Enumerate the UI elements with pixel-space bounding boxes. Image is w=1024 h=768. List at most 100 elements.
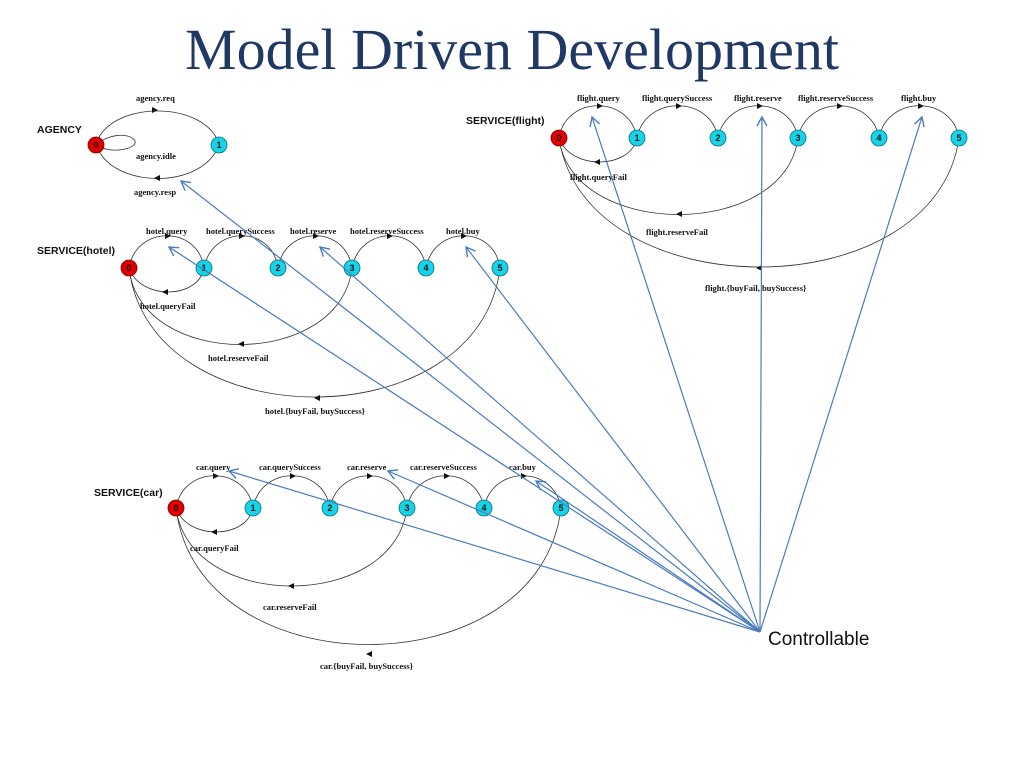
car-state-3-label: 3 [404, 503, 409, 513]
flight-buy-arrowhead [918, 103, 924, 109]
flight-state-3 [789, 129, 807, 147]
hotel-queryFail-label: hotel.queryFail [140, 301, 196, 311]
hotel-state-2-label: 2 [275, 263, 280, 273]
hotel-state-4-label: 4 [423, 263, 428, 273]
controllable-arrow-car-reserve [386, 469, 761, 633]
car-state-0 [167, 499, 185, 517]
flight-state-4-label: 4 [876, 133, 881, 143]
hotel-state-5-label: 5 [497, 263, 502, 273]
flight-reserve-edge [717, 105, 799, 139]
car-state-1-label: 1 [250, 503, 255, 513]
flight-querySuccess-arrowhead [676, 103, 682, 109]
flight-buyResult-edge [558, 137, 960, 268]
car-buy-edge [483, 475, 562, 509]
hotel-buy-edge [425, 235, 501, 269]
flight-buy-edge [878, 105, 960, 139]
car-reserveSuccess-label: car.reserveSuccess [410, 462, 477, 472]
hotel-state-4 [417, 259, 435, 277]
controllable-arrow-car-query [227, 468, 761, 633]
agency-req-label: agency.req [136, 93, 175, 103]
flight-automaton: SERVICE(flight) flight.query flight.quer… [466, 93, 968, 293]
flight-state-5-label: 5 [956, 133, 961, 143]
hotel-query-label: hotel.query [146, 226, 188, 236]
agency-state-0 [87, 136, 105, 154]
flight-state-0 [550, 129, 568, 147]
car-state-0-label: 0 [173, 503, 178, 513]
hotel-state-3-label: 3 [349, 263, 354, 273]
car-reserve-label: car.reserve [347, 462, 387, 472]
car-state-2 [321, 499, 339, 517]
controllable-arrow-agency-req [179, 180, 761, 633]
controllable-arrow-flight-buy [759, 115, 925, 633]
agency-resp-edge [95, 143, 220, 179]
agency-idle-label: agency.idle [136, 151, 176, 161]
flight-name: SERVICE(flight) [466, 115, 545, 127]
hotel-reserveFail-arrowhead [238, 341, 244, 347]
car-queryFail-arrowhead [211, 529, 217, 535]
hotel-buyResult-label: hotel.{buyFail, buySuccess} [265, 406, 366, 416]
car-buyResult-edge [175, 507, 562, 645]
hotel-state-2 [269, 259, 287, 277]
flight-state-5 [950, 129, 968, 147]
flight-reserveFail-label: flight.reserveFail [646, 227, 709, 237]
hotel-querySuccess-label: hotel.querySuccess [206, 226, 275, 236]
controllable-arrow-hotel-reserve [318, 246, 761, 633]
flight-reserveSuccess-edge [797, 105, 880, 139]
car-reserveFail-arrowhead [288, 583, 294, 589]
car-queryFail-label: car.queryFail [190, 543, 239, 553]
flight-queryFail-edge [558, 137, 638, 163]
hotel-reserveSuccess-label: hotel.reserveSuccess [350, 226, 424, 236]
agency-automaton: AGENCY agency.req agency.idle agency.res… [37, 93, 228, 197]
car-querySuccess-edge [252, 475, 331, 509]
car-reserve-edge [329, 475, 408, 509]
hotel-reserve-edge [277, 235, 353, 269]
hotel-state-5 [491, 259, 509, 277]
hotel-queryFail-arrowhead [162, 289, 168, 295]
flight-state-2 [709, 129, 727, 147]
controllable-arrow-flight-reserve [756, 115, 768, 633]
flight-state-1-label: 1 [634, 133, 639, 143]
flight-query-label: flight.query [577, 93, 620, 103]
flight-state-4 [870, 129, 888, 147]
car-querySuccess-label: car.querySuccess [259, 462, 321, 472]
hotel-name: SERVICE(hotel) [37, 245, 115, 257]
agency-state-0-label: 0 [93, 140, 98, 150]
car-state-1 [244, 499, 262, 517]
flight-reserveFail-arrowhead [676, 211, 682, 217]
controllable-arrows [167, 115, 925, 633]
hotel-reserveFail-label: hotel.reserveFail [208, 353, 269, 363]
flight-reserveSuccess-label: flight.reserveSuccess [798, 93, 874, 103]
agency-req-arrowhead [152, 107, 158, 113]
slide-title: Model Driven Development [185, 17, 839, 82]
hotel-reserve-arrowhead [313, 233, 319, 239]
agency-state-1-label: 1 [216, 140, 221, 150]
flight-querySuccess-edge [636, 105, 719, 139]
hotel-state-0 [120, 259, 138, 277]
controllable-label: Controllable [768, 629, 869, 650]
hotel-query-arrowhead [165, 233, 171, 239]
car-reserveFail-label: car.reserveFail [263, 602, 317, 612]
controllable-arrow-car-buy [534, 480, 761, 633]
car-reserveSuccess-edge [406, 475, 485, 509]
flight-query-edge [558, 105, 638, 139]
hotel-buyResult-edge [128, 267, 501, 398]
hotel-buy-label: hotel.buy [446, 226, 481, 236]
flight-queryFail-label: flight.queryFail [570, 172, 628, 182]
car-query-edge [175, 475, 254, 509]
hotel-reserveSuccess-arrowhead [387, 233, 393, 239]
hotel-state-1-label: 1 [201, 263, 206, 273]
controllable-arrow-flight-query [589, 115, 761, 633]
flight-state-1 [628, 129, 646, 147]
car-state-4-label: 4 [481, 503, 486, 513]
flight-querySuccess-label: flight.querySuccess [642, 93, 713, 103]
car-state-3 [398, 499, 416, 517]
flight-state-0-label: 0 [556, 133, 561, 143]
hotel-queryFail-edge [128, 267, 205, 293]
agency-resp-label: agency.resp [134, 187, 176, 197]
car-buyResult-label: car.{buyFail, buySuccess} [320, 661, 414, 671]
agency-req-edge [95, 110, 220, 145]
flight-buyResult-arrowhead [756, 265, 762, 271]
car-query-arrowhead [213, 473, 219, 479]
